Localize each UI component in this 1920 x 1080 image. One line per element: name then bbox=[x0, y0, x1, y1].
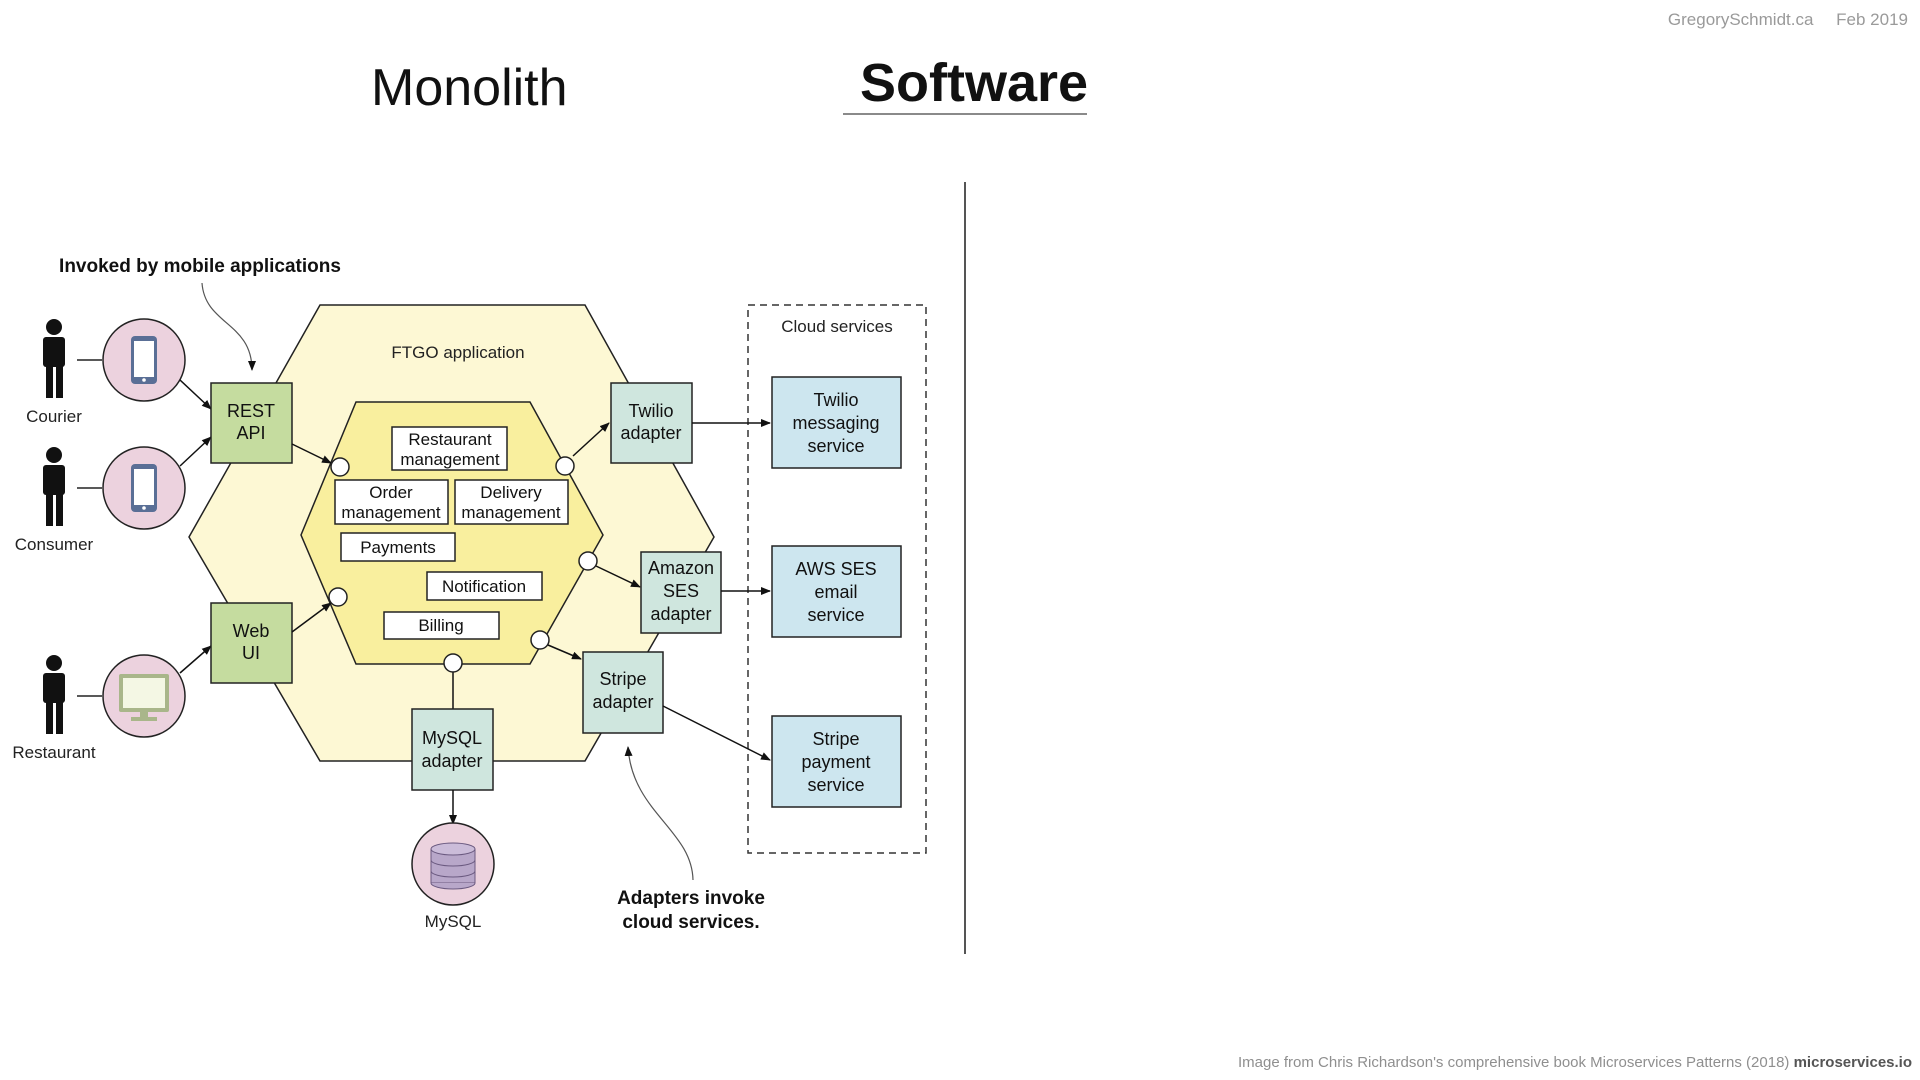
svg-text:AWS SES: AWS SES bbox=[795, 559, 876, 579]
twilio-adapter: Twilio adapter bbox=[610, 382, 693, 464]
software-title: Software bbox=[860, 53, 1089, 113]
svg-text:service: service bbox=[807, 775, 864, 795]
svg-text:UI: UI bbox=[242, 643, 260, 663]
svg-text:service: service bbox=[807, 605, 864, 625]
svg-text:messaging: messaging bbox=[792, 413, 879, 433]
amazon-ses-adapter: Amazon SES adapter bbox=[640, 551, 722, 634]
slide-date: Feb 2019 bbox=[1836, 10, 1908, 29]
svg-text:Billing: Billing bbox=[418, 616, 463, 635]
person-icon bbox=[43, 447, 65, 526]
rest-api-adapter: REST API bbox=[210, 382, 293, 464]
svg-text:Twilio: Twilio bbox=[628, 401, 673, 421]
monolith-title: Monolith bbox=[371, 59, 568, 117]
port-amazon-ses bbox=[578, 551, 598, 571]
svg-text:Delivery: Delivery bbox=[480, 483, 542, 502]
port-stripe bbox=[530, 630, 550, 650]
svg-text:Web: Web bbox=[233, 621, 270, 641]
module-notification: Notification bbox=[426, 571, 543, 601]
callout-adapters-arrow bbox=[624, 746, 694, 881]
svg-text:SES: SES bbox=[663, 581, 699, 601]
svg-text:management: management bbox=[400, 450, 500, 469]
svg-text:Payments: Payments bbox=[360, 538, 436, 557]
connector-arrow bbox=[595, 565, 641, 588]
svg-text:management: management bbox=[461, 503, 561, 522]
svg-text:API: API bbox=[236, 423, 265, 443]
software-title-underline bbox=[843, 113, 1087, 115]
smartphone-icon bbox=[131, 464, 157, 512]
svg-text:management: management bbox=[341, 503, 441, 522]
smartphone-icon bbox=[131, 336, 157, 384]
connector-arrow bbox=[291, 443, 332, 464]
svg-text:adapter: adapter bbox=[421, 751, 482, 771]
mysql-database-label: MySQL bbox=[425, 912, 482, 931]
connector-arrow bbox=[547, 644, 582, 660]
svg-text:MySQL: MySQL bbox=[422, 728, 482, 748]
mysql-database: MySQL bbox=[411, 822, 495, 931]
svg-text:REST: REST bbox=[227, 401, 275, 421]
person-icon bbox=[43, 319, 65, 398]
restaurant-actor: Restaurant bbox=[12, 655, 96, 762]
svg-text:Notification: Notification bbox=[442, 577, 526, 596]
ftgo-app-label: FTGO application bbox=[391, 343, 524, 362]
credit-text: Image from Chris Richardson's comprehens… bbox=[1238, 1054, 1794, 1071]
credit-link[interactable]: microservices.io bbox=[1793, 1054, 1912, 1071]
connector-arrow bbox=[179, 379, 212, 410]
person-icon bbox=[43, 655, 65, 734]
mysql-adapter: MySQL adapter bbox=[411, 708, 494, 791]
consumer-label: Consumer bbox=[15, 535, 94, 554]
slide-meta: GregorySchmidt.ca Feb 2019 bbox=[1668, 10, 1908, 30]
svg-text:Stripe: Stripe bbox=[599, 669, 646, 689]
database-icon bbox=[430, 842, 476, 890]
aws-ses-email-service: AWS SES email service bbox=[771, 545, 902, 638]
web-ui-adapter: Web UI bbox=[210, 602, 293, 684]
module-billing: Billing bbox=[383, 611, 500, 640]
connector-arrow bbox=[179, 645, 212, 674]
courier-phone-device bbox=[102, 318, 186, 402]
callout-adapters-line1: Adapters invoke bbox=[617, 888, 765, 909]
column-divider bbox=[964, 182, 966, 954]
connector-arrow bbox=[179, 436, 212, 467]
svg-text:Amazon: Amazon bbox=[648, 558, 714, 578]
image-credit: Image from Chris Richardson's comprehens… bbox=[1238, 1054, 1912, 1071]
svg-text:adapter: adapter bbox=[592, 692, 653, 712]
connector-arrow bbox=[572, 422, 610, 457]
callout-mobile-apps: Invoked by mobile applications bbox=[59, 256, 341, 277]
port-twilio bbox=[555, 456, 575, 476]
port-mysql bbox=[443, 653, 463, 673]
module-delivery-management: Delivery management bbox=[454, 479, 569, 525]
svg-text:Restaurant: Restaurant bbox=[408, 430, 491, 449]
twilio-messaging-service: Twilio messaging service bbox=[771, 376, 902, 469]
monitor-icon bbox=[119, 674, 169, 721]
courier-label: Courier bbox=[26, 407, 82, 426]
connector-arrow bbox=[291, 602, 332, 633]
consumer-actor: Consumer bbox=[15, 447, 94, 554]
svg-text:email: email bbox=[814, 582, 857, 602]
svg-text:Twilio: Twilio bbox=[813, 390, 858, 410]
svg-text:Stripe: Stripe bbox=[812, 729, 859, 749]
svg-text:payment: payment bbox=[801, 752, 870, 772]
port-rest-api bbox=[330, 457, 350, 477]
module-order-management: Order management bbox=[334, 479, 449, 525]
svg-text:Order: Order bbox=[369, 483, 413, 502]
consumer-phone-device bbox=[102, 446, 186, 530]
cloud-services-label: Cloud services bbox=[781, 317, 893, 336]
site-name: GregorySchmidt.ca bbox=[1667, 10, 1814, 29]
svg-text:adapter: adapter bbox=[650, 604, 711, 624]
callout-mobile-arrow bbox=[201, 282, 256, 371]
cloud-services-box bbox=[747, 304, 927, 854]
module-payments: Payments bbox=[340, 532, 456, 562]
callout-adapters-line2: cloud services. bbox=[622, 912, 759, 933]
stripe-adapter: Stripe adapter bbox=[582, 651, 664, 734]
restaurant-monitor-device bbox=[102, 654, 186, 738]
module-restaurant-management: Restaurant management bbox=[391, 426, 508, 471]
restaurant-label: Restaurant bbox=[12, 743, 95, 762]
connector-arrow bbox=[662, 705, 771, 761]
svg-text:service: service bbox=[807, 436, 864, 456]
port-web-ui bbox=[328, 587, 348, 607]
svg-text:adapter: adapter bbox=[620, 423, 681, 443]
courier-actor: Courier bbox=[26, 319, 82, 426]
stripe-payment-service: Stripe payment service bbox=[771, 715, 902, 808]
